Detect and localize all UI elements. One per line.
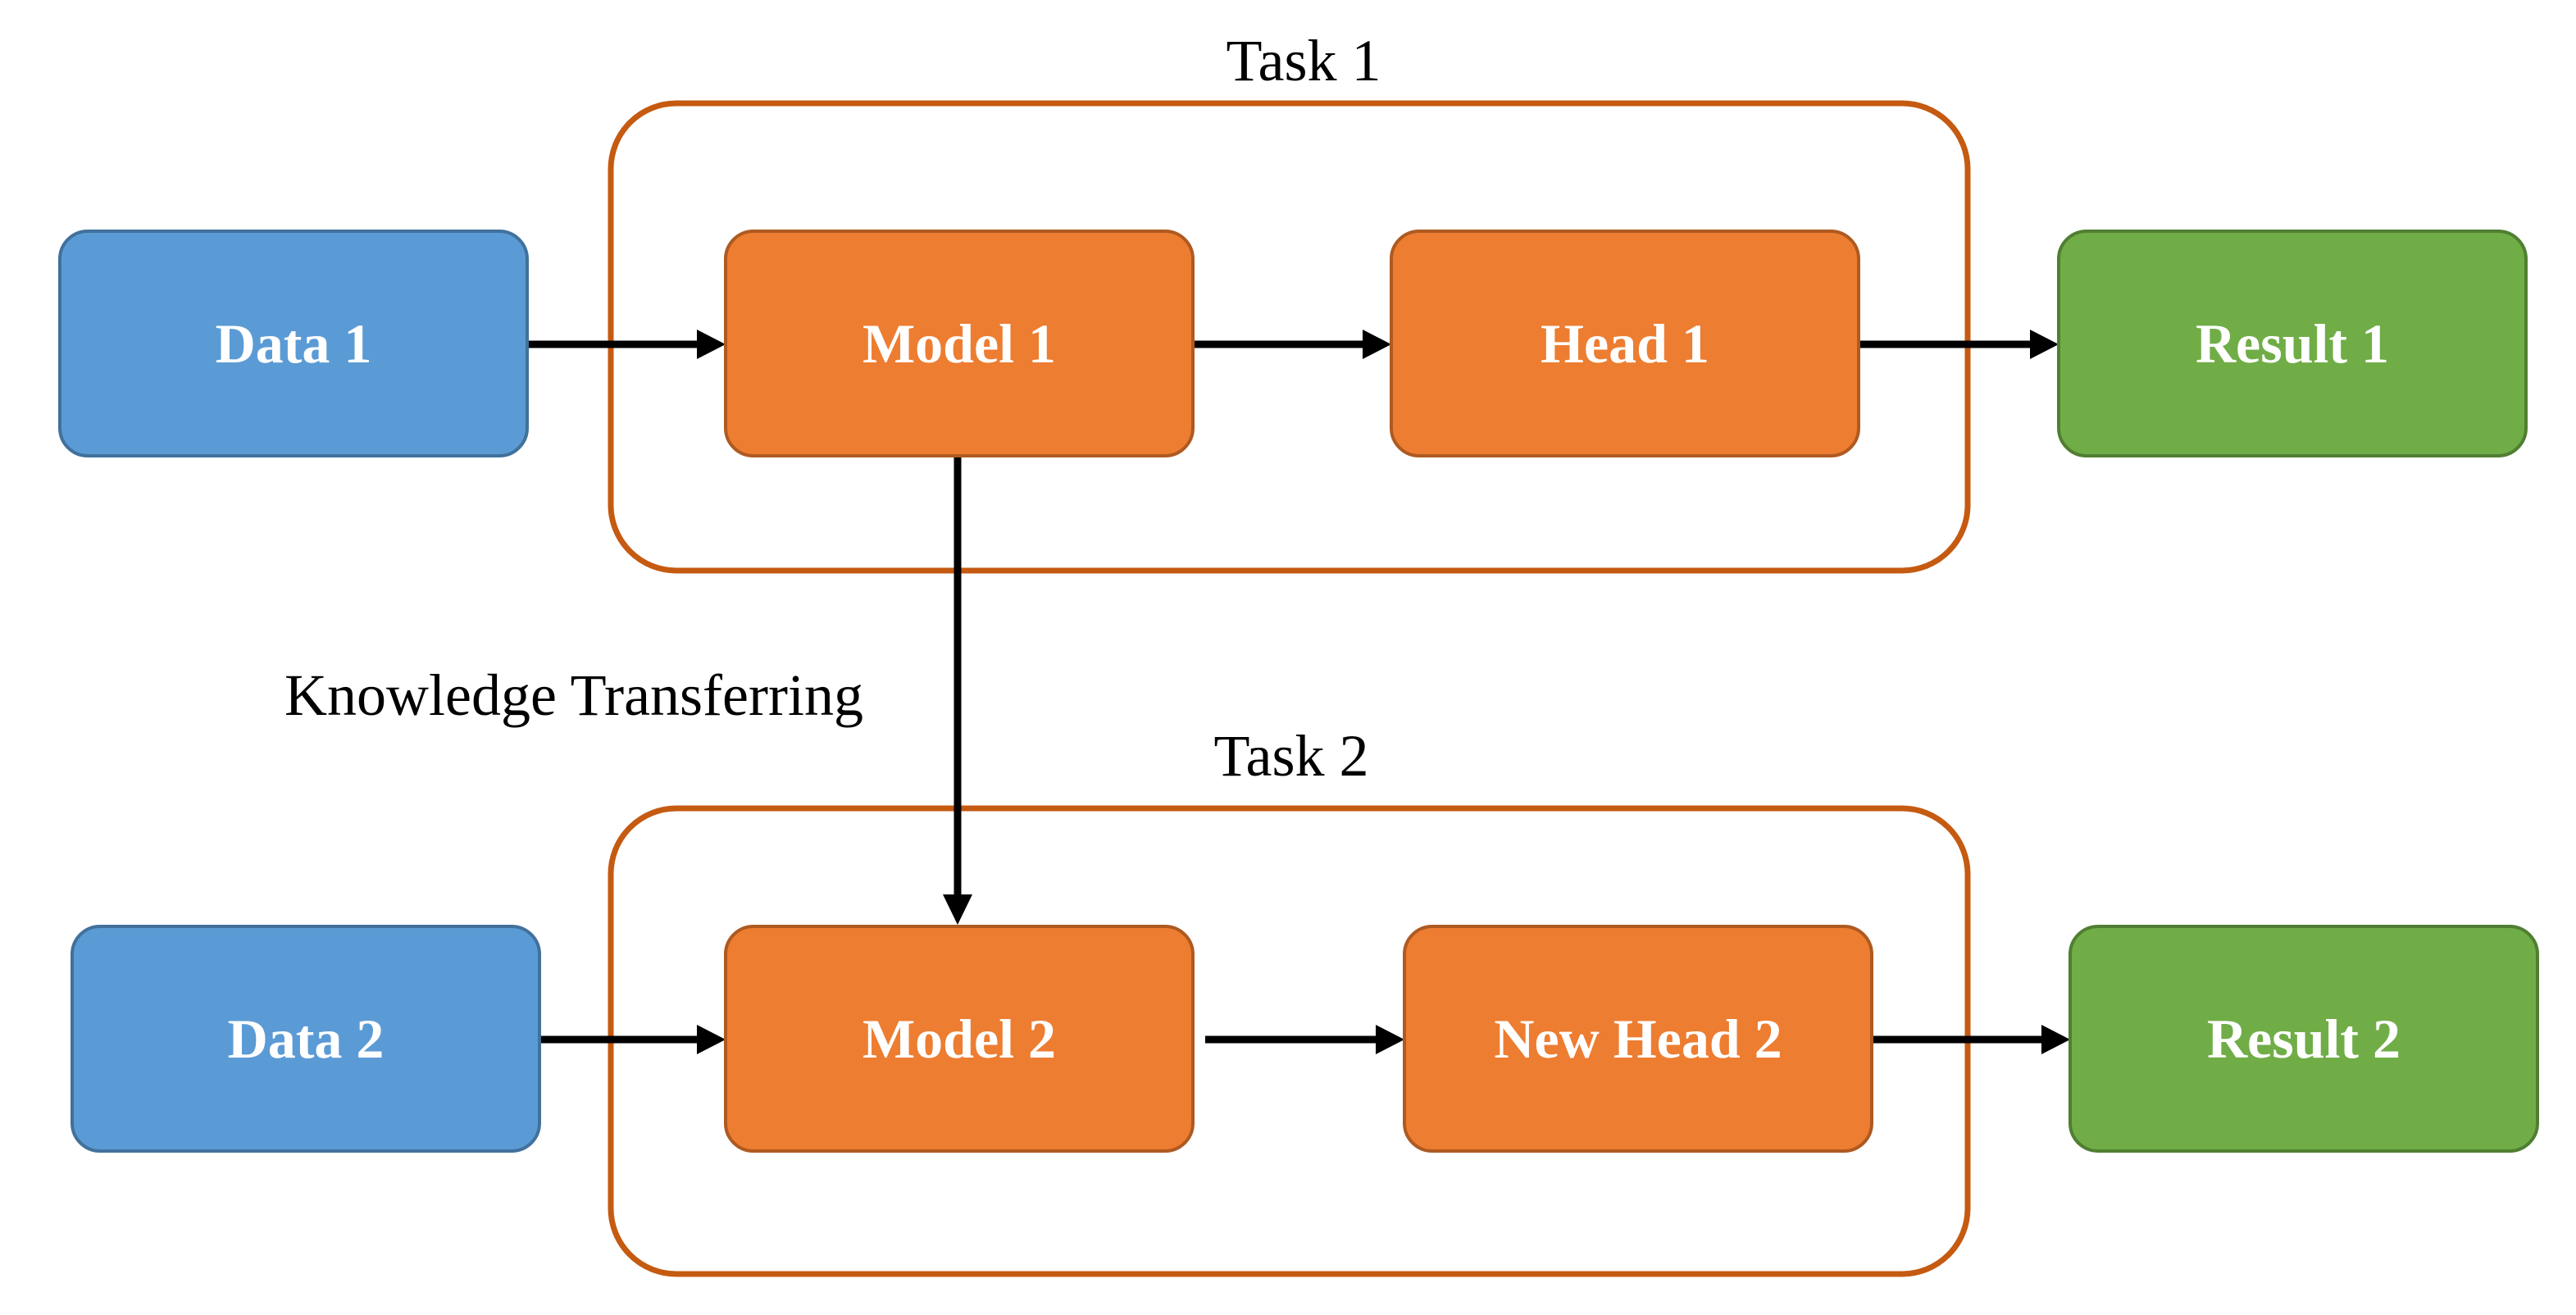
node-data-1: Data 1	[58, 230, 529, 457]
arrowhead-model1-to-head1	[1363, 330, 1391, 359]
node-model-2-label: Model 2	[862, 1008, 1056, 1070]
arrowhead-model2-to-head2	[1376, 1025, 1404, 1054]
task-1-frame	[608, 100, 1971, 574]
node-result-2-label: Result 2	[2207, 1008, 2401, 1070]
node-data-2-label: Data 2	[228, 1008, 385, 1070]
node-head-1-box	[1390, 230, 1860, 457]
arrowhead-head2-to-result2	[2041, 1025, 2070, 1054]
node-head-2-box	[1403, 925, 1873, 1153]
task-2-title: Task 2	[1214, 723, 1369, 789]
node-result-2-box	[2069, 925, 2539, 1153]
node-result-1-label: Result 1	[2196, 312, 2389, 375]
node-model-1-box	[724, 230, 1195, 457]
node-data-2-box	[71, 925, 541, 1153]
row-2-arrows	[539, 1025, 2070, 1054]
task-1-title: Task 1	[1227, 28, 1381, 93]
arrowhead-data1-to-model1	[697, 330, 726, 359]
knowledge-transfer-label: Knowledge Transferring	[284, 662, 863, 728]
node-head-2-label: New Head 2	[1494, 1008, 1782, 1070]
task-1-group: Task 1	[608, 28, 1971, 574]
node-result-2: Result 2	[2069, 925, 2539, 1153]
node-data-1-box	[58, 230, 529, 457]
node-model-2: Model 2	[724, 925, 1195, 1153]
arrowhead-data2-to-model2	[697, 1025, 726, 1054]
row-1-arrows	[527, 330, 2059, 359]
node-model-1-label: Model 1	[862, 312, 1056, 375]
node-head-1: Head 1	[1390, 230, 1860, 457]
knowledge-transfer-arrow: Knowledge Transferring	[284, 456, 972, 925]
node-result-1-box	[2057, 230, 2528, 457]
arrowhead-head1-to-result1	[2030, 330, 2059, 359]
node-model-2-box	[724, 925, 1195, 1153]
node-head-1-label: Head 1	[1541, 312, 1709, 375]
node-data-2: Data 2	[71, 925, 541, 1153]
node-model-1: Model 1	[724, 230, 1195, 457]
arrowhead-model1-to-model2	[943, 894, 972, 925]
node-result-1: Result 1	[2057, 230, 2528, 457]
node-data-1-label: Data 1	[216, 312, 372, 375]
node-head-2: New Head 2	[1403, 925, 1873, 1153]
